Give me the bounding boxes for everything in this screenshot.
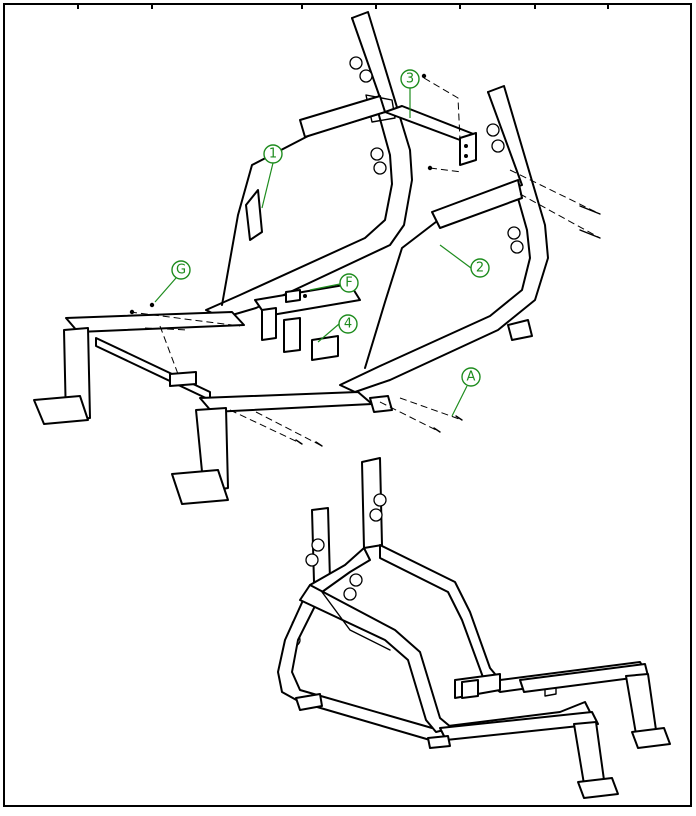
callout-g-group: G [154,260,191,303]
callout-2-label: 2 [476,261,484,276]
callout-1-group: 1 [261,144,283,209]
callout-4-label: 4 [344,317,352,332]
callout-2-group: 2 [439,244,490,278]
base-front-assembly [171,391,393,505]
callout-3-label: 3 [406,72,414,87]
callout-g-label: G [176,263,186,278]
callout-a-group: A [451,367,481,417]
callout-f-group: F [309,273,359,293]
part-4-bracket [254,283,361,361]
bolts [129,73,601,447]
callout-f-label: F [345,276,352,291]
exploded-view: 1 2 3 4 F G A [33,11,601,505]
assembly-lines [129,77,601,447]
part-3-top-plate [384,105,477,166]
part-1-left-frame [205,11,413,319]
callout-3-group: 3 [400,69,420,118]
assembled-view [277,457,671,799]
callout-4-group: 4 [317,314,358,343]
callout-1-label: 1 [269,147,277,162]
part-2-right-frame [339,85,549,393]
page-border [3,3,692,807]
callout-a-label: A [467,370,476,385]
